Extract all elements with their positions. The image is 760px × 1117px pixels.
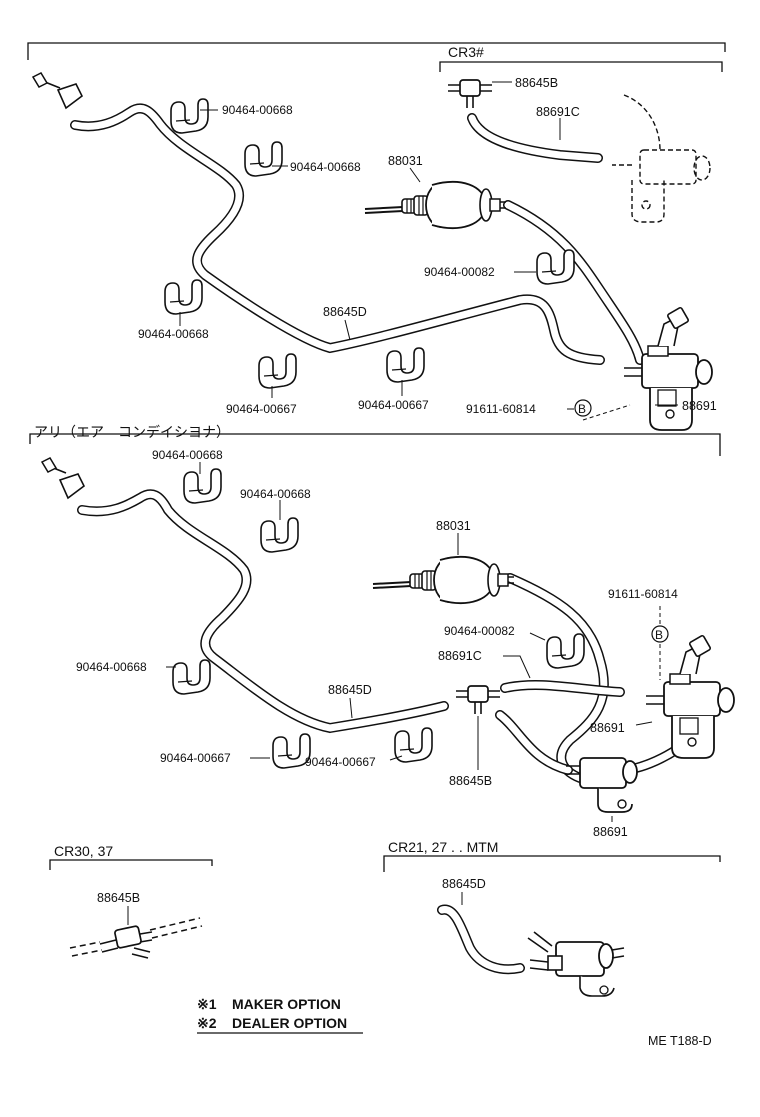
option-notes: ※1 MAKER OPTION ※2 DEALER OPTION: [197, 996, 363, 1034]
upper-clip-b-label: 90464-00668: [290, 160, 361, 174]
aircon-bracket: [29, 433, 721, 456]
lower-clip-f-icon: [546, 633, 585, 669]
lower-vsv-b-label: 88691: [593, 825, 628, 839]
cr30-joint-label: 88645B: [97, 891, 140, 905]
lower-clip-d-label: 90464-00667: [160, 751, 231, 765]
upper-clip-c-label: 90464-00668: [138, 327, 209, 341]
note2-text: DEALER OPTION: [232, 1015, 347, 1031]
figure-code: ME T188-D: [648, 1034, 712, 1048]
upper-clip-f-icon: [536, 249, 575, 285]
lower-vsv-a-label: 88691: [590, 721, 625, 735]
note2-mark: ※2: [197, 1015, 217, 1031]
cr3-vsv-dashed: [612, 94, 711, 223]
lower-vacuum-sensor-icon: [372, 555, 515, 605]
cr30-header: CR30, 37: [54, 843, 113, 859]
upper-section-bracket: [27, 42, 726, 60]
cr21-vsv-icon: [527, 931, 625, 997]
cr30-section: CR30, 37 88645B: [49, 843, 213, 959]
upper-vacuum-sensor-icon: [364, 180, 507, 230]
cr3-hose: [467, 113, 603, 163]
upper-bolt-marker-circle: [574, 399, 592, 417]
cr3-hose-label: 88691C: [536, 105, 580, 119]
lower-clip-b-icon: [260, 517, 299, 553]
lower-clip-a-label: 90464-00668: [152, 448, 223, 462]
lower-clip-b-label: 90464-00668: [240, 487, 311, 501]
lower-clip-c-label: 90464-00668: [76, 660, 147, 674]
upper-clip-a-label: 90464-00668: [222, 103, 293, 117]
lower-clip-a-icon: [183, 468, 222, 504]
lower-section: アリ（エア コンデイシヨナ） 90464-00668 90464-00668: [29, 424, 735, 839]
lower-hose-c-label: 88691C: [438, 649, 482, 663]
lower-vsv-b-icon: [566, 757, 638, 813]
upper-hose-main-label: 88645D: [323, 305, 367, 319]
cr30-joint-icon: [69, 917, 203, 959]
upper-clip-b-icon: [244, 141, 283, 177]
note1-text: MAKER OPTION: [232, 996, 341, 1012]
upper-clip-c-icon: [164, 279, 203, 315]
cr21-section: CR21, 27 . . MTM 88645D: [383, 839, 721, 997]
upper-bolt-marker: B: [578, 402, 586, 416]
lower-hose-main-label: 88645D: [328, 683, 372, 697]
lower-bolt-marker-circle: [651, 625, 669, 643]
cr21-header: CR21, 27 . . MTM: [388, 839, 498, 855]
upper-section: CR3# 90464-00668 90464-00668 90464-00668…: [27, 42, 726, 431]
upper-clip-d-icon: [258, 353, 297, 389]
upper-vsv-hose: [503, 200, 645, 365]
lower-bolt-marker: B: [655, 628, 663, 642]
cr21-hose: [437, 904, 525, 975]
upper-clip-e-icon: [386, 347, 425, 383]
upper-clip-a-icon: [170, 98, 209, 134]
upper-main-hose: [31, 72, 605, 365]
lower-clip-e-label: 90464-00667: [305, 755, 376, 769]
lower-vsv-a-icon: [645, 634, 735, 759]
cr3-header: CR3#: [448, 44, 484, 60]
cr3-joint-icon: [447, 79, 493, 109]
cr21-hose-label: 88645D: [442, 877, 486, 891]
upper-clip-f-label: 90464-00082: [424, 265, 495, 279]
cr3-bracket: [439, 61, 723, 72]
upper-vsv-label: 88691: [682, 399, 717, 413]
lower-main-hose: [40, 457, 449, 734]
cr3-joint-label: 88645B: [515, 76, 558, 90]
lower-joint-icon: [455, 685, 501, 715]
lower-bolt-label: 91611-60814: [608, 587, 678, 601]
lower-joint-label: 88645B: [449, 774, 492, 788]
lower-clip-c-icon: [172, 659, 211, 695]
lower-clip-f-label: 90464-00082: [444, 624, 515, 638]
upper-sensor-label: 88031: [388, 154, 423, 168]
upper-clip-e-label: 90464-00667: [358, 398, 429, 412]
lower-sensor-label: 88031: [436, 519, 471, 533]
upper-clip-d-label: 90464-00667: [226, 402, 297, 416]
note1-mark: ※1: [197, 996, 217, 1012]
aircon-header: アリ（エア コンデイシヨナ）: [34, 424, 230, 440]
upper-bolt-label: 91611-60814: [466, 402, 536, 416]
